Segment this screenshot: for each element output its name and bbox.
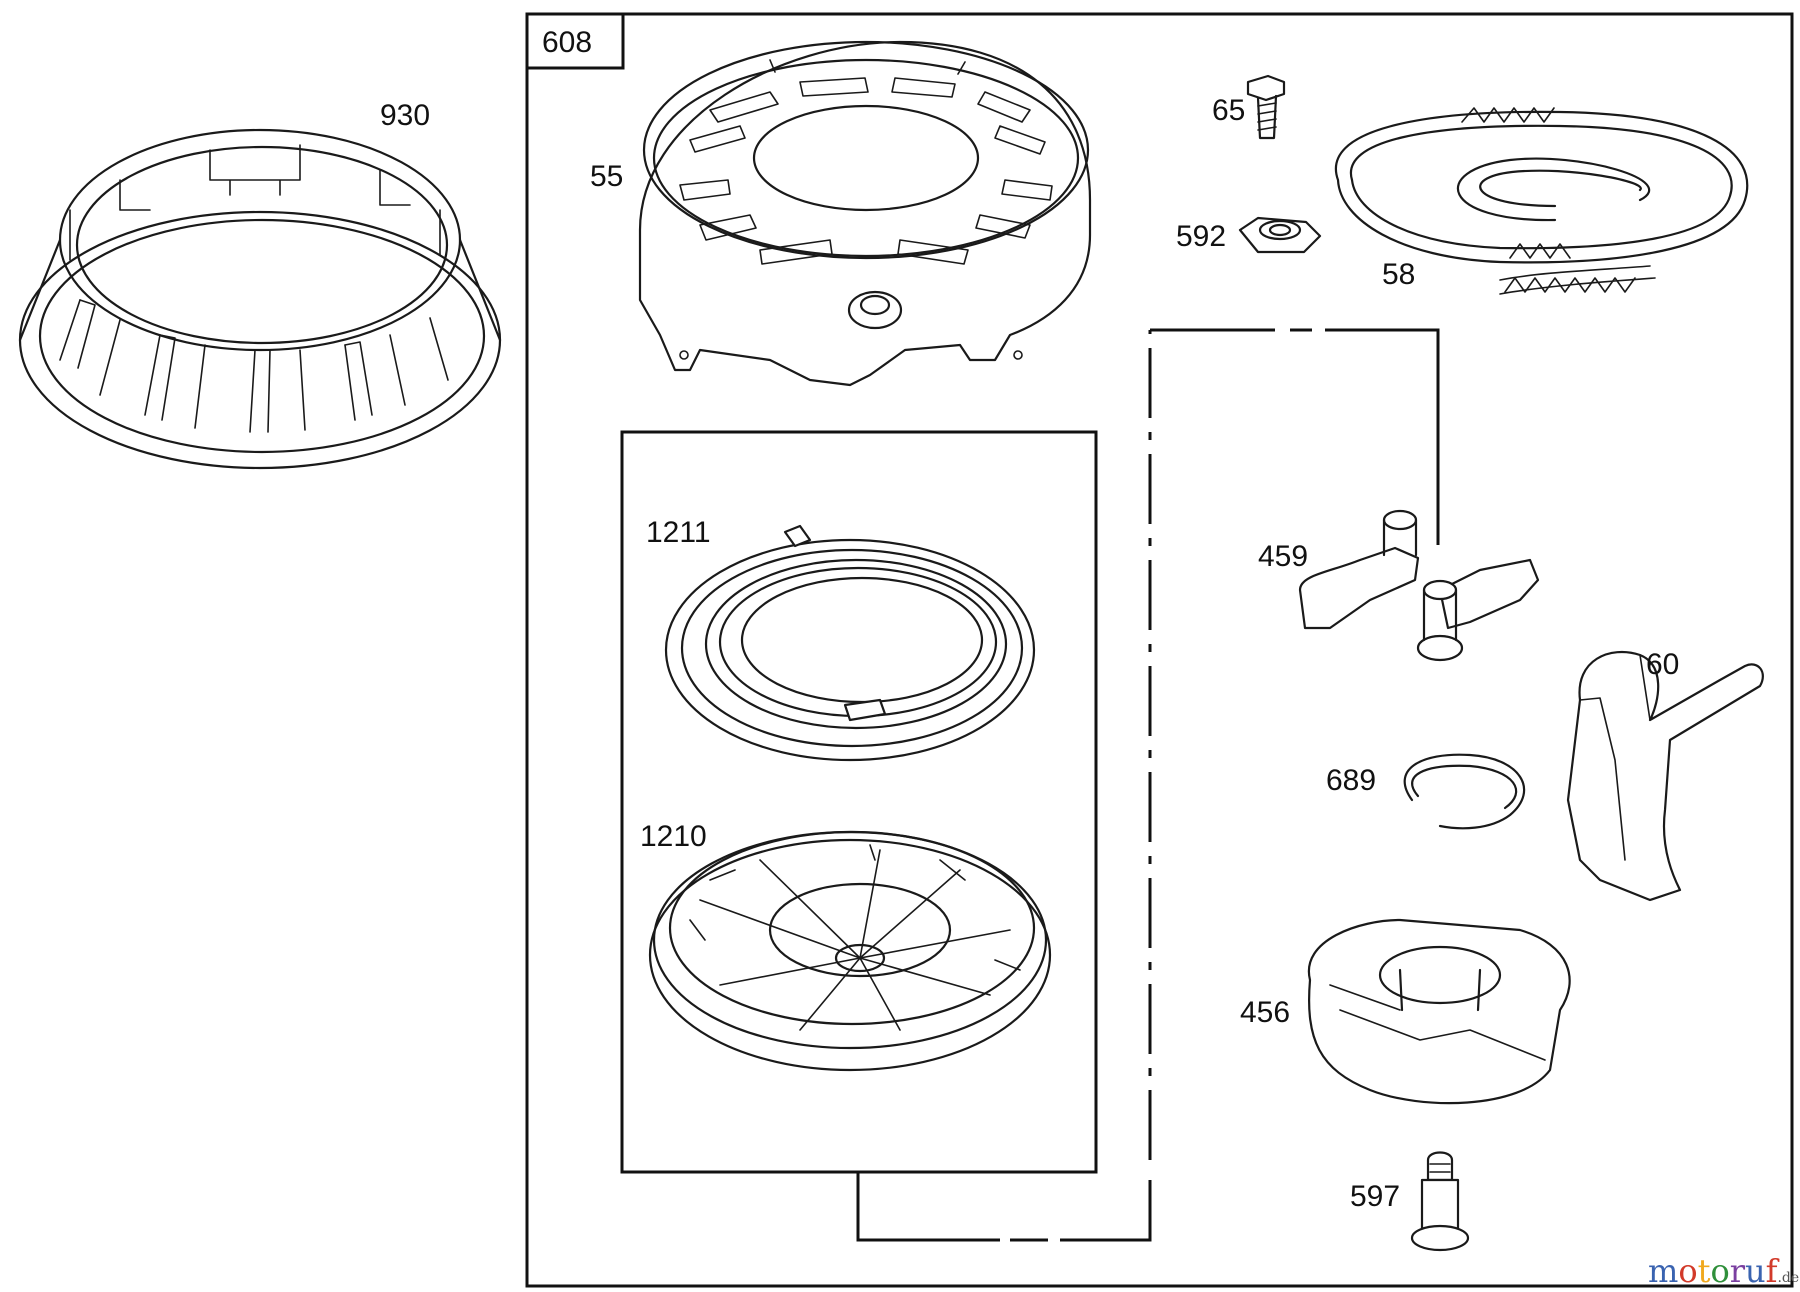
label-459: 459 [1258, 540, 1308, 573]
part-1210-pulley [648, 830, 1052, 1072]
label-65: 65 [1212, 94, 1245, 127]
part-58-rope [1334, 107, 1749, 295]
label-608: 608 [542, 26, 592, 59]
label-597: 597 [1350, 1180, 1400, 1213]
watermark-letter: o [1678, 1252, 1697, 1290]
label-456: 456 [1240, 996, 1290, 1029]
watermark-letter: r [1730, 1252, 1746, 1290]
part-592-nut [1238, 216, 1322, 254]
part-930-ring [18, 128, 502, 470]
part-55-housing [638, 40, 1092, 387]
label-60: 60 [1646, 648, 1679, 681]
watermark-letter: t [1698, 1252, 1711, 1290]
label-592: 592 [1176, 220, 1226, 253]
part-60-handle [1566, 650, 1764, 902]
kit-frame [525, 12, 1794, 1288]
part-459-pawls [1298, 509, 1540, 662]
kit-leader-lines [856, 328, 1440, 1242]
watermark-logo: motoruf.de [1648, 1252, 1799, 1290]
part-1211-spring [664, 524, 1036, 762]
watermark-letter: f [1766, 1252, 1780, 1290]
watermark-letter: o [1710, 1252, 1729, 1290]
label-1210: 1210 [640, 820, 707, 853]
part-65-bolt [1246, 74, 1286, 140]
watermark-letter: m [1648, 1252, 1678, 1290]
part-689-clip [1403, 753, 1526, 830]
label-1211: 1211 [646, 516, 711, 549]
watermark-suffix: .de [1777, 1270, 1799, 1286]
part-597-screw [1410, 1151, 1470, 1252]
label-930: 930 [380, 99, 430, 132]
watermark-letter: u [1745, 1252, 1766, 1290]
label-689: 689 [1326, 764, 1376, 797]
label-58: 58 [1382, 258, 1415, 291]
label-55: 55 [590, 160, 623, 193]
part-456-cup [1307, 918, 1571, 1105]
